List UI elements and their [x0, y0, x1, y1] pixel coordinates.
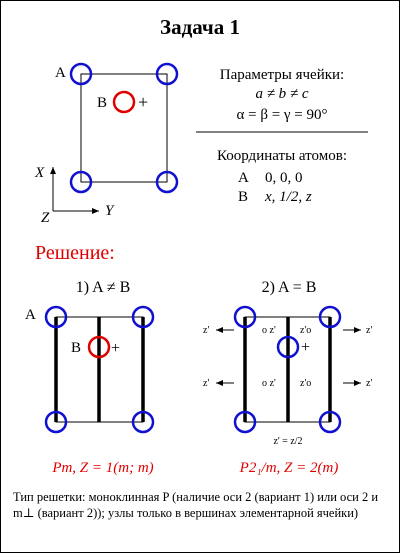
plus-sign: +	[138, 92, 148, 112]
v2-atom-center	[276, 335, 300, 359]
v2-zo-1: z'o	[300, 325, 311, 336]
axis-y-label: Y	[105, 203, 115, 219]
v2-atom-1	[233, 305, 257, 329]
params-heading: Параметры ячейки:	[220, 67, 344, 83]
v2-atom-3	[233, 410, 257, 434]
variant1-figure: A B +	[25, 305, 155, 434]
coords-b-value: x, 1/2, z	[264, 189, 312, 205]
v2-oz-2: o z'	[262, 378, 276, 389]
unit-cell: A B +	[55, 62, 179, 194]
v1-label-b: B	[71, 340, 81, 356]
atom-a-bottom-left	[69, 170, 93, 194]
coords-a-value: 0, 0, 0	[265, 170, 303, 186]
axes: X Y Z	[34, 165, 115, 226]
v2-z-left-1: z'	[203, 325, 209, 336]
v2-z-equation: z' = z/2	[273, 436, 302, 447]
cell-outline	[80, 73, 168, 183]
variant2-figure: z' o z' z'o z' + z' o z' z'o z' z' = z/2	[203, 305, 372, 447]
params-line1: a ≠ b ≠ c	[255, 86, 308, 102]
atom-a-top-right	[155, 62, 179, 86]
params-line2: α = β = γ = 90°	[237, 107, 328, 123]
label-b: B	[97, 95, 107, 111]
variant2-result: P2₁/m, Z = 2(m)	[239, 460, 339, 476]
v2-plus: +	[301, 339, 310, 356]
v1-atom-a-4	[131, 410, 155, 434]
v1-atom-a-1	[44, 305, 68, 329]
v2-atom-2	[318, 305, 342, 329]
coords-heading: Координаты атомов:	[217, 148, 347, 164]
axis-z-label: Z	[41, 210, 50, 226]
coords-b-label: B	[238, 189, 248, 205]
atom-a-bottom-right	[155, 170, 179, 194]
v1-atom-b	[87, 335, 111, 359]
v1-label-a: A	[25, 307, 36, 323]
v1-atom-a-2	[131, 305, 155, 329]
v2-oz-1: o z'	[262, 325, 276, 336]
v2-atom-4	[318, 410, 342, 434]
atom-b	[112, 90, 136, 114]
axis-x-label: X	[34, 165, 45, 181]
v2-z-right-2: z'	[366, 378, 372, 389]
variant1-title: 1) A ≠ B	[76, 279, 131, 296]
label-a: A	[55, 65, 66, 81]
page-title: Задача 1	[160, 15, 240, 39]
v2-z-left-2: z'	[203, 378, 209, 389]
variant2-title: 2) A = B	[262, 279, 317, 296]
solution-title: Решение:	[35, 242, 115, 264]
v2-zo-2: z'o	[300, 378, 311, 389]
v1-plus: +	[111, 340, 120, 357]
atom-a-top-left	[69, 62, 93, 86]
v2-z-right-1: z'	[366, 325, 372, 336]
v1-atom-a-3	[44, 410, 68, 434]
lattice-caption: Тип решетки: моноклинная P (наличие оси …	[13, 490, 379, 520]
variant1-result: Pm, Z = 1(m; m)	[51, 460, 153, 476]
coords-a-label: A	[238, 170, 249, 186]
